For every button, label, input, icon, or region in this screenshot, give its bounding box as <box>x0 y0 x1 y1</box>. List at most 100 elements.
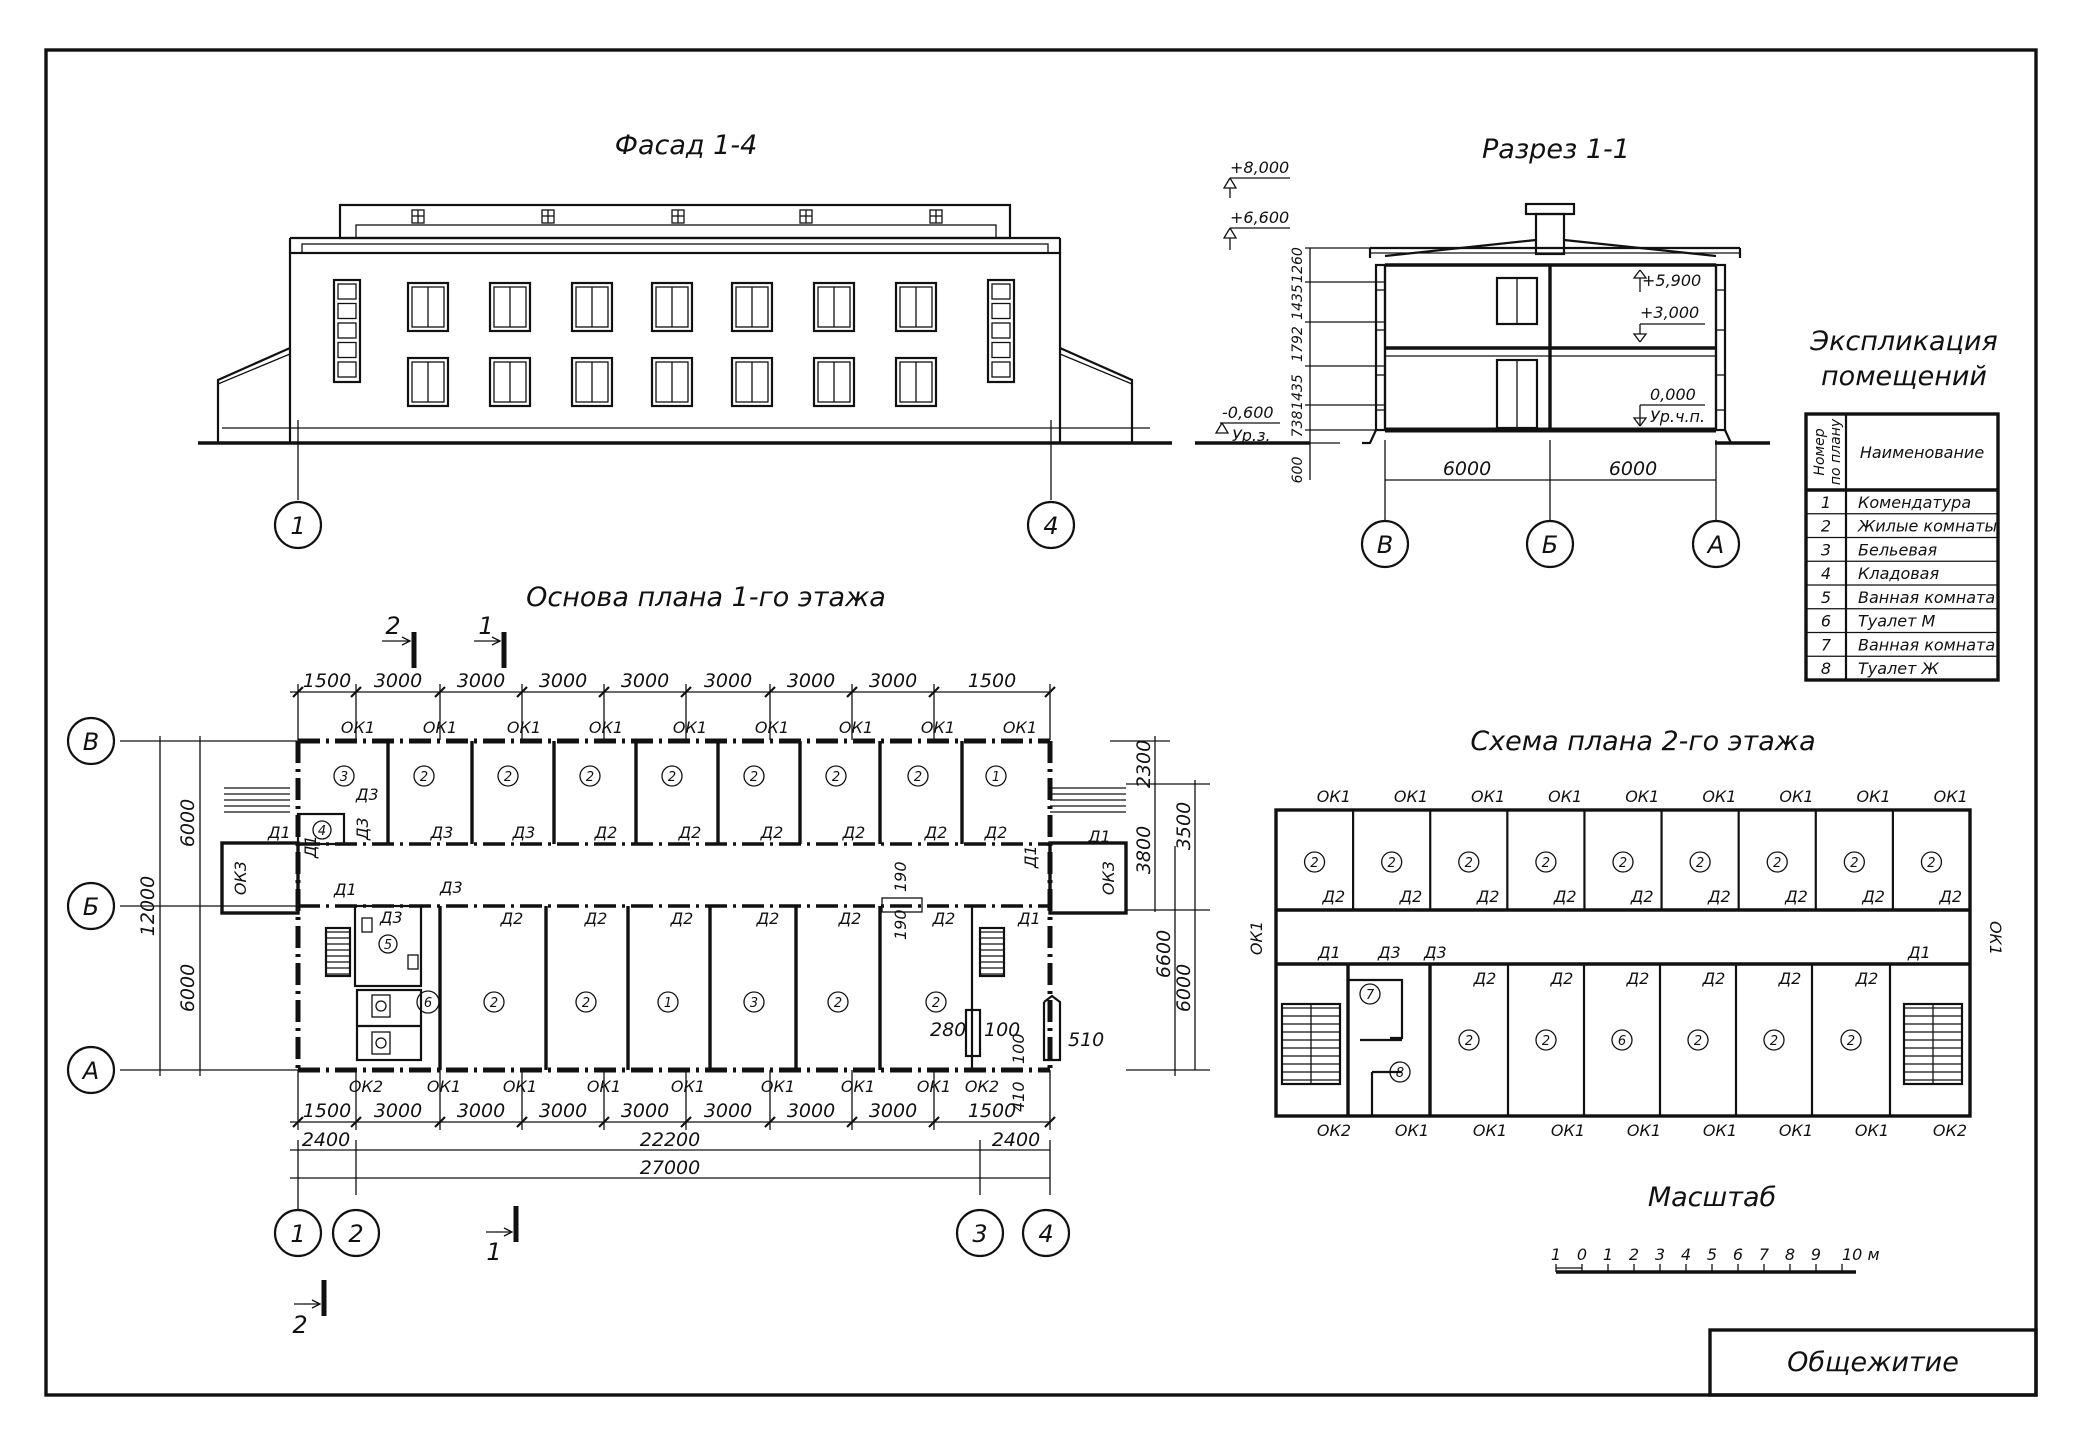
plan2-bottom-room-marker <box>1763 1029 1785 1051</box>
plan2-bottom-window-label: ОК1 <box>1395 1121 1429 1140</box>
plan1-top-window-label: ОК1 <box>589 718 623 737</box>
plan2-top-window-label: ОК1 <box>1548 787 1582 806</box>
plan2-door-d3-a: Д3 <box>1377 943 1401 962</box>
plan1-top-window-label: ОК1 <box>423 718 457 737</box>
plan2-top-door-label: Д2 <box>1938 887 1962 906</box>
plan2-bottom-room-marker <box>1840 1029 1862 1051</box>
plan1-stair-right <box>978 926 1006 978</box>
title-block <box>1708 1328 2038 1397</box>
plan1-axis-4 <box>1021 1208 1071 1258</box>
plan2-bottom-door-label: Д2 <box>1702 969 1726 988</box>
section-mark-neg0600: -0,600 <box>1222 403 1274 422</box>
plan2-top-room-marker <box>1535 851 1557 873</box>
plan2-top-room-marker <box>1458 851 1480 873</box>
plan1-rdim-6000: 6000 <box>1173 964 1195 1012</box>
plan2-bottom-room-num: 2 <box>1770 1034 1778 1049</box>
plan1-room-6 <box>416 990 440 1014</box>
plan1-top-window-label: ОК1 <box>507 718 541 737</box>
plan2-bottom-room-num: 6 <box>1618 1034 1626 1049</box>
plan1-tdim-1: 3000 <box>374 670 422 692</box>
plan2-top-room-num: 2 <box>1465 856 1473 871</box>
plan1-rdim-3800: 3800 <box>1133 826 1155 874</box>
plan1-top-door-label: Д2 <box>924 823 948 842</box>
plan1-top-door-label: Д3 <box>430 823 454 842</box>
plan1-bottom-window-label: ОК1 <box>671 1077 705 1096</box>
plan2-top-window-label: ОК1 <box>1702 787 1736 806</box>
plan1-bottom-room-num: 2 <box>834 996 842 1011</box>
plan1-bdim-2: 3000 <box>457 1100 505 1122</box>
plan1-top-room-marker <box>333 765 355 787</box>
facade-window <box>730 281 774 333</box>
facade-window <box>894 356 938 408</box>
sheet-frame <box>44 48 2038 1397</box>
plan1-rdim-6600: 6600 <box>1153 930 1175 978</box>
plan2-door-d1-a: Д1 <box>1317 943 1341 962</box>
plan2-bottom-window-label: ОК1 <box>1551 1121 1585 1140</box>
plan2-bottom-room-num: 2 <box>1542 1034 1550 1049</box>
plan1-top-door-label: Д2 <box>842 823 866 842</box>
explication-header-num: Номерпо плану <box>1812 418 1844 485</box>
plan2-bottom-window-label: ОК1 <box>1855 1121 1889 1140</box>
section-mark-ground: Ур.з. <box>1232 426 1271 445</box>
plan1-bottom-room-num: 2 <box>490 996 498 1011</box>
plan2-top-door-label: Д2 <box>1399 887 1423 906</box>
plan1-misc-190a: 190 <box>891 861 910 892</box>
plan2-top-window-label: ОК1 <box>1625 787 1659 806</box>
plan1-axis-v <box>66 716 116 766</box>
section-mark-3000: +3,000 <box>1640 303 1699 322</box>
plan1-bdim-7: 3000 <box>869 1100 917 1122</box>
plan1-axis-a-label: А <box>81 1057 99 1085</box>
plan2-bottom-room-marker <box>1611 1029 1633 1051</box>
plan1-room-6-label: 6 <box>424 996 432 1011</box>
plan1-tdim-5: 3000 <box>704 670 752 692</box>
plan1-bdim-8: 1500 <box>968 1100 1016 1122</box>
scale-label: 3 <box>1655 1245 1665 1264</box>
plan1-tdim-6: 3000 <box>787 670 835 692</box>
section-hdim-1: 6000 <box>1443 458 1491 480</box>
section-axis-a <box>1691 519 1741 569</box>
plan2-top-room-marker <box>1920 851 1943 873</box>
plan1-cut-1-top: 1 <box>478 612 493 640</box>
scale-label: 8 <box>1785 1245 1795 1264</box>
plan1-top-window-label: ОК1 <box>341 718 375 737</box>
plan1-top-window-label: ОК1 <box>839 718 873 737</box>
plan1-door-d1-c: Д1 <box>333 880 357 899</box>
facade-title: Фасад 1-4 <box>615 130 758 161</box>
plan2-top-room-num: 2 <box>1773 856 1781 871</box>
facade-window <box>488 356 532 408</box>
plan1-ldim-6000a: 6000 <box>177 799 199 847</box>
plan2-door-d1-b: Д1 <box>1907 943 1931 962</box>
section-axis-v-label: В <box>1377 531 1393 559</box>
plan1-bottom-room-marker <box>575 991 597 1013</box>
explication-row-name: Жилые комнаты <box>1857 517 1997 536</box>
plan1-bottom-window-label: ОК1 <box>427 1077 461 1096</box>
plan2-room-7 <box>1359 983 1381 1005</box>
scale-label: 9 <box>1811 1245 1821 1264</box>
plan1-room-4-label: 4 <box>318 824 326 839</box>
plan1-bdim-6: 3000 <box>787 1100 835 1122</box>
plan1-rdim-3500: 3500 <box>1173 802 1195 850</box>
plan1-bottom-window-label: ОК2 <box>965 1077 999 1096</box>
plan1-axis-b <box>66 881 116 931</box>
plan1-bdim-3: 3000 <box>539 1100 587 1122</box>
plan1-bottom-room-marker <box>743 991 765 1013</box>
plan2-top-window-label: ОК1 <box>1471 787 1505 806</box>
plan1-door-d1-b: Д1 <box>301 835 320 859</box>
section-axis-a-label: А <box>1706 531 1724 559</box>
plan1-ldim-6000b: 6000 <box>177 964 199 1012</box>
explication-row-num: 8 <box>1821 659 1831 678</box>
plan1-axis-a <box>66 1045 116 1095</box>
plan1-bottom-door-label: Д2 <box>756 909 780 928</box>
plan2-top-window-label: ОК1 <box>1857 787 1891 806</box>
facade-axis-1-label: 1 <box>290 512 305 540</box>
explication-row-num: 2 <box>1821 517 1831 536</box>
plan1-bottom-door-label: Д2 <box>500 909 524 928</box>
plan1-axis-b-label: Б <box>83 893 99 921</box>
plan2-top-room-marker <box>1381 851 1403 873</box>
facade-axis-4-label: 4 <box>1043 512 1058 540</box>
facade-glass-panel <box>332 278 362 384</box>
plan2-bottom-door-label: Д2 <box>1778 969 1802 988</box>
section-mark-0000: 0,000 <box>1650 385 1696 404</box>
plan2-top-door-label: Д2 <box>1861 887 1885 906</box>
plan1-top-door-label: Д2 <box>760 823 784 842</box>
